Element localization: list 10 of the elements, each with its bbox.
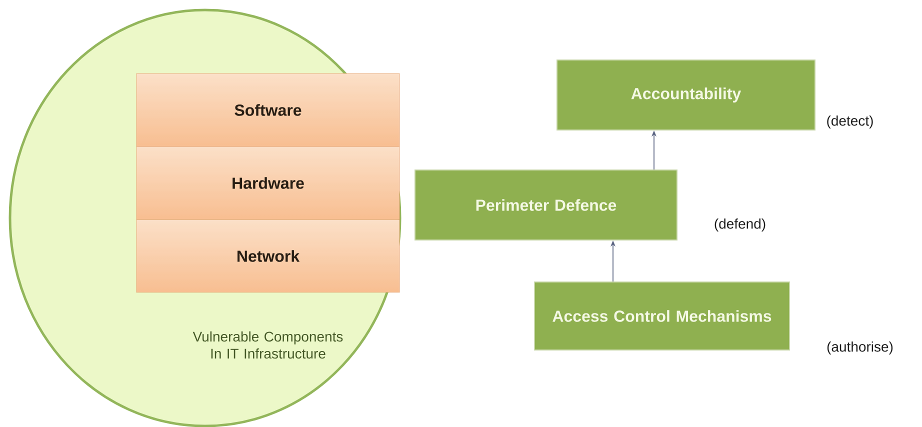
process-box: Accountability bbox=[556, 60, 816, 130]
side-note: (defend) bbox=[714, 218, 766, 232]
layer-box: Network bbox=[136, 219, 400, 293]
side-note: (authorise) bbox=[827, 341, 893, 354]
process-box: Perimeter Defence bbox=[414, 169, 678, 240]
side-note: (detect) bbox=[827, 115, 873, 128]
process-box: Access Control Mechanisms bbox=[534, 282, 790, 350]
layer-box: Hardware bbox=[136, 146, 400, 220]
node-label: Vulnerable Components In IT Infrastructure bbox=[192, 331, 343, 359]
layer-box: Software bbox=[136, 73, 400, 147]
